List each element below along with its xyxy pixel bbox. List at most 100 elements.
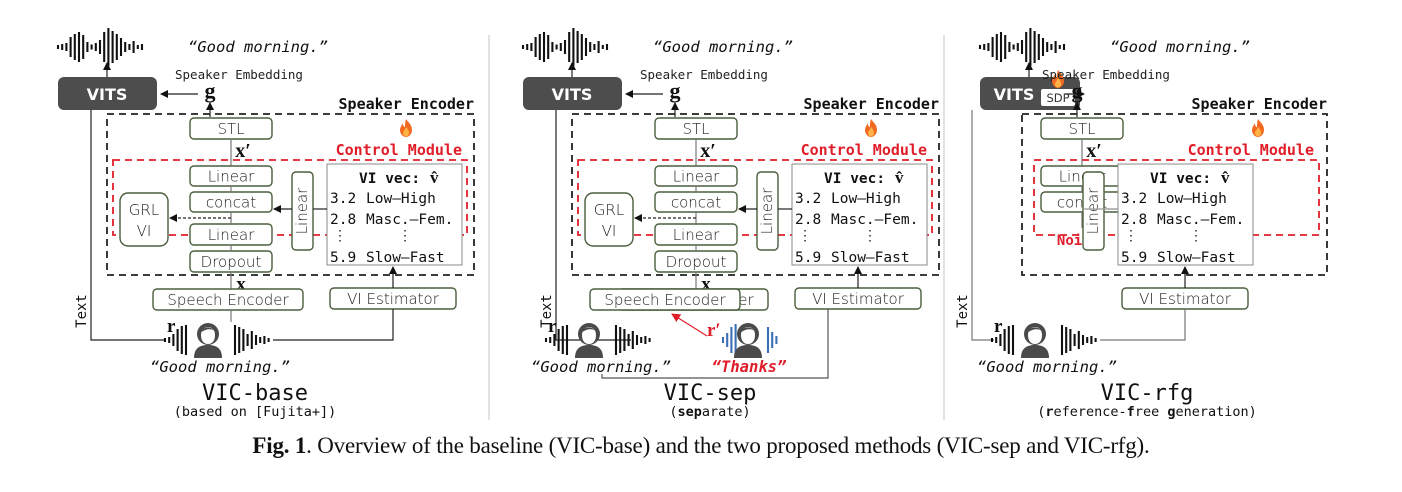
panel-subtitle: (based on [Fujita+]) bbox=[174, 404, 337, 420]
panel-title: VIC-sep bbox=[664, 381, 757, 406]
r-prime-arrow bbox=[671, 313, 708, 337]
reference-waveform-icon bbox=[233, 325, 270, 355]
fire-icon bbox=[1252, 119, 1264, 137]
linear-top-label: Linear bbox=[673, 167, 720, 185]
panel-subtitle: (reference-free generation) bbox=[1037, 404, 1257, 420]
vi-vec-row-value: ⋮ bbox=[798, 228, 812, 244]
reference-to-estimator-line bbox=[601, 309, 829, 379]
grl-vi-label: VI bbox=[137, 222, 152, 240]
speaker-embedding-label: Speaker Embedding bbox=[175, 67, 303, 82]
linear-vertical-box bbox=[1082, 171, 1105, 251]
x-symbol: x bbox=[701, 274, 711, 295]
vi-vec-symbol: v̂ bbox=[430, 168, 439, 187]
vi-vec-title: VI vec: bbox=[359, 171, 420, 187]
caption-text: . Overview of the baseline (VIC-base) an… bbox=[306, 433, 1150, 458]
subtitle-part: arate) bbox=[702, 404, 751, 420]
linear-top-label: Linear bbox=[208, 167, 255, 185]
subtitle-part: ( bbox=[1037, 404, 1045, 420]
r-symbol: r bbox=[548, 316, 557, 337]
vi-estimator-label: VI Estimator bbox=[347, 290, 440, 308]
subtitle-part: eneration) bbox=[1175, 404, 1256, 420]
input-utterance-text: “Good morning.” bbox=[150, 358, 290, 376]
vi-vec-row-axis: ⋮ bbox=[863, 228, 877, 244]
speech-encoder-label: Speech Encoder bbox=[167, 291, 289, 309]
linear-bottom-label: Linear bbox=[673, 226, 720, 244]
control-module-region bbox=[577, 159, 933, 236]
vi-vec-row-axis: ⋮ bbox=[1189, 228, 1203, 244]
r-symbol: r bbox=[994, 316, 1003, 337]
stl-label: STL bbox=[682, 120, 709, 138]
speaker-encoder-label: Speaker Encoder bbox=[339, 95, 474, 113]
panel-title: VIC-rfg bbox=[1101, 381, 1194, 406]
g-symbol: g bbox=[670, 78, 681, 103]
speaker-avatar-icon bbox=[1021, 323, 1049, 358]
vi-vec-row-axis: Slow–Fast bbox=[1157, 250, 1236, 266]
subtitle-part: ( bbox=[669, 404, 677, 420]
subtitle-part: ree bbox=[1135, 404, 1168, 420]
vi-vec-table bbox=[326, 163, 463, 266]
vi-vec-row-value: 3.2 bbox=[1121, 191, 1147, 207]
speaker-embedding-label: Speaker Embedding bbox=[1042, 67, 1170, 82]
reference-waveform-icon bbox=[544, 325, 569, 355]
vi-vec-row-value: ⋮ bbox=[333, 228, 347, 244]
vi-vec-row-value: 5.9 bbox=[330, 250, 356, 266]
reference-to-estimator-line bbox=[1100, 309, 1186, 341]
vi-vec-row-value: 2.8 bbox=[1121, 212, 1147, 228]
vi-vec-row-axis: Low–High bbox=[366, 191, 436, 207]
speech-encoder-box bbox=[589, 288, 741, 311]
vits-label: VITS bbox=[994, 85, 1035, 104]
vi-vec-row-axis: Slow–Fast bbox=[366, 250, 445, 266]
sdp-box bbox=[1041, 89, 1075, 106]
output-waveform-icon bbox=[521, 28, 609, 66]
vi-vec-row-axis: Masc.–Fem. bbox=[831, 212, 918, 228]
sdp-label: SDP bbox=[1046, 91, 1069, 105]
vi-estimator-label: VI Estimator bbox=[812, 290, 905, 308]
dropout-label: Dropout bbox=[666, 253, 727, 271]
reference-waveform-icon bbox=[766, 327, 778, 353]
panel-subtitle: (separate) bbox=[669, 404, 750, 420]
control-module-label: Control Module bbox=[801, 141, 927, 159]
control-module-label: Control Module bbox=[336, 141, 462, 159]
stl-label: STL bbox=[217, 120, 244, 138]
reference-waveform-icon bbox=[163, 325, 188, 355]
g-symbol: g bbox=[1072, 78, 1083, 103]
speaker-avatar-icon bbox=[194, 323, 222, 358]
fire-icon bbox=[400, 119, 412, 137]
linear-vertical-box bbox=[291, 171, 314, 251]
speaker-avatar-icon bbox=[734, 323, 762, 358]
output-waveform-icon bbox=[56, 28, 144, 66]
x-prime-symbol: x′ bbox=[700, 140, 716, 162]
vi-vec-row-axis: Masc.–Fem. bbox=[366, 212, 453, 228]
vi-vec-row-value: 5.9 bbox=[795, 250, 821, 266]
vi-vec-symbol: v̂ bbox=[895, 168, 904, 187]
reference-waveform-icon bbox=[1060, 325, 1097, 355]
vits-block bbox=[58, 77, 157, 110]
vi-vec-row-value: ⋮ bbox=[1124, 228, 1138, 244]
text-line bbox=[90, 110, 166, 341]
vi-vec-row: 5.9 Slow–Fast bbox=[795, 250, 910, 266]
x-symbol: x bbox=[236, 274, 246, 295]
vi-vec-row-axis: Low–High bbox=[1157, 191, 1227, 207]
vits-label: VITS bbox=[552, 85, 593, 104]
subtitle-emphasis: r bbox=[1045, 404, 1053, 420]
subtitle-emphasis: f bbox=[1127, 404, 1135, 420]
panel-title: VIC-base bbox=[202, 381, 308, 406]
text-label: Text bbox=[74, 294, 90, 328]
stl-label: STL bbox=[1068, 120, 1095, 138]
text-line bbox=[555, 110, 631, 341]
vi-vec-row-axis: Low–High bbox=[831, 191, 901, 207]
vi-vec-table bbox=[1117, 163, 1254, 266]
reference-waveform-icon bbox=[990, 325, 1015, 355]
vi-vec-row-axis: Masc.–Fem. bbox=[1157, 212, 1244, 228]
grl-label: GRL bbox=[594, 201, 624, 219]
subtitle-emphasis: g bbox=[1167, 404, 1175, 420]
vi-vec-row-axis: ⋮ bbox=[398, 228, 412, 244]
vi-vec-row-axis: Slow–Fast bbox=[831, 250, 910, 266]
g-symbol: g bbox=[205, 78, 216, 103]
vi-vec-title: VI vec: bbox=[1150, 171, 1211, 187]
